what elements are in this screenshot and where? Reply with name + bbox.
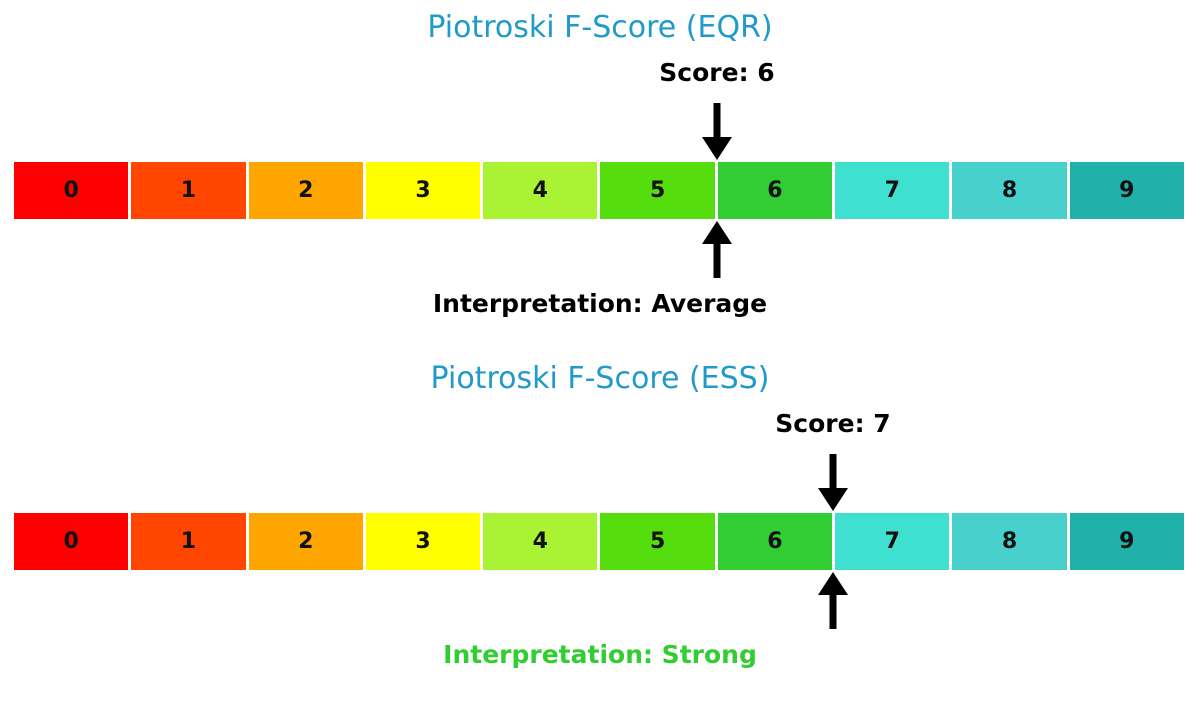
- score-label: Score: 7: [775, 409, 891, 438]
- scale-segment: 1: [131, 162, 246, 219]
- scale-segment-label: 0: [63, 529, 79, 554]
- scale-segment: 2: [248, 513, 363, 570]
- scale-segment-label: 7: [884, 529, 900, 554]
- scale-segment-label: 5: [649, 178, 666, 203]
- scale-segment: 7: [835, 162, 950, 219]
- scale-segment-label: 4: [532, 178, 548, 203]
- scale-segment: 7: [835, 513, 950, 570]
- scale-segment: 9: [1069, 162, 1184, 219]
- scale-segment-label: 3: [415, 529, 431, 554]
- scale-segment: 6: [717, 162, 833, 219]
- scale-segment: 8: [952, 162, 1067, 219]
- scale-segment-label: 5: [649, 529, 666, 554]
- scale-segment: 5: [600, 513, 715, 570]
- scale-segment: 8: [952, 513, 1067, 570]
- score-chart: Piotroski F-Score (EQR) Score: 6 0 1 2 3…: [14, 10, 1184, 318]
- scale-segment: 0: [14, 513, 129, 570]
- chart-title: Piotroski F-Score (ESS): [430, 361, 770, 396]
- interpretation-label: Interpretation: Strong: [443, 640, 757, 669]
- scale-segment-label: 9: [1119, 178, 1135, 203]
- scale-segment-label: 6: [767, 529, 783, 554]
- scale-segment-label: 2: [298, 529, 314, 554]
- scale-segment-label: 2: [298, 178, 314, 203]
- scale-segment: 9: [1069, 513, 1184, 570]
- chart-title: Piotroski F-Score (EQR): [427, 10, 773, 45]
- scale-segment: 5: [600, 162, 715, 219]
- scale-segment-label: 1: [180, 178, 197, 203]
- scale-segment-label: 0: [63, 178, 79, 203]
- scale-segment-label: 4: [532, 529, 548, 554]
- arrow-down-icon: [702, 103, 732, 160]
- score-chart: Piotroski F-Score (ESS) Score: 7 0 1 2 3…: [0, 351, 1200, 702]
- scale-segment-label: 1: [180, 529, 197, 554]
- arrow-down-icon: [818, 454, 848, 511]
- scale-segment: 3: [365, 162, 481, 219]
- scale-segment-label: 6: [767, 178, 783, 203]
- scale-segment-label: 8: [1001, 529, 1018, 554]
- scale-segment-label: 8: [1001, 178, 1018, 203]
- score-label: Score: 6: [659, 58, 775, 87]
- score-scale-bar: 0 1 2 3 4 5 6 7 8 9: [14, 162, 1184, 219]
- interpretation-label: Interpretation: Average: [432, 289, 768, 318]
- score-scale-bar: 0 1 2 3 4 5 6 7 8 9: [14, 513, 1184, 570]
- arrow-up-icon: [702, 221, 732, 278]
- scale-segment: 2: [248, 162, 363, 219]
- scale-segment-label: 9: [1119, 529, 1135, 554]
- arrow-up-icon: [818, 572, 848, 629]
- scale-segment-label: 3: [415, 178, 431, 203]
- scale-segment: 6: [717, 513, 833, 570]
- scale-segment-label: 7: [884, 178, 900, 203]
- scale-segment: 4: [483, 162, 598, 219]
- scale-segment: 1: [131, 513, 246, 570]
- scale-segment: 3: [365, 513, 481, 570]
- scale-segment: 0: [14, 162, 129, 219]
- scale-segment: 4: [483, 513, 598, 570]
